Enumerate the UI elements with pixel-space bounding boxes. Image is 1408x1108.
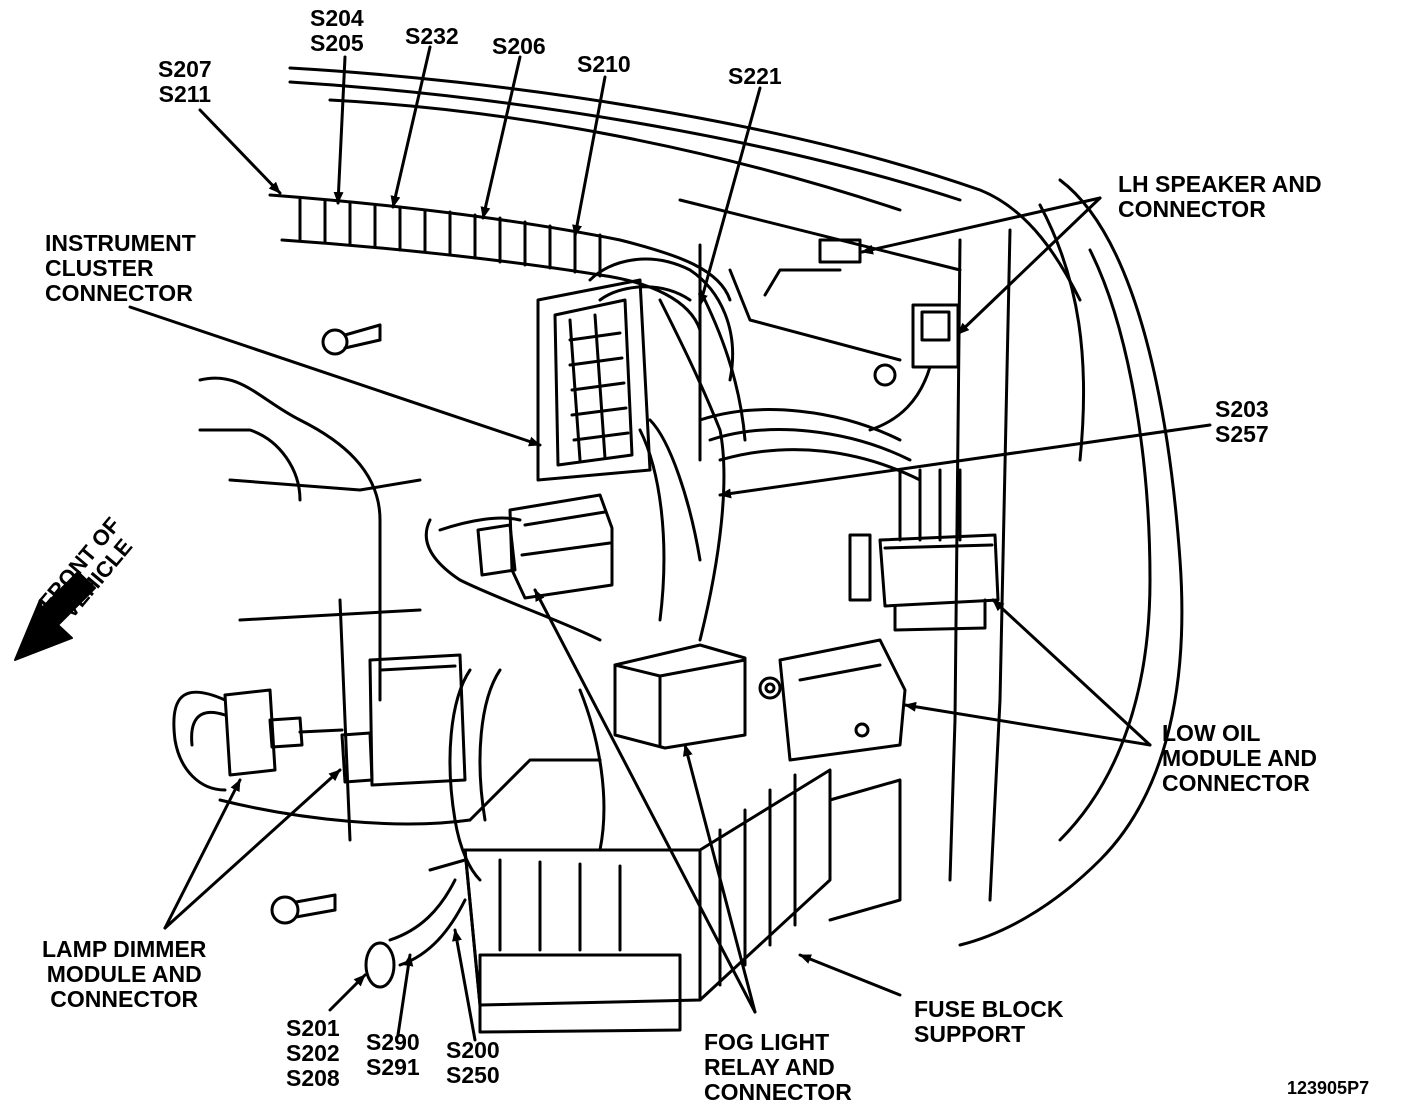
label-s221: S221 (728, 63, 782, 89)
label-s232: S232 (405, 23, 459, 49)
bolt-lower-drawing (270, 893, 337, 925)
lh-speaker-connector-drawing (818, 238, 960, 432)
instrument-cluster-connector-drawing (536, 278, 652, 482)
fuse-block-drawing (428, 758, 902, 1034)
leader-lines (128, 45, 1212, 1042)
dash-outline (198, 66, 1184, 947)
relay-upper-drawing (424, 493, 614, 642)
lower-harness-drawing (364, 668, 606, 989)
label-s210: S210 (577, 51, 631, 77)
harness-branch (588, 257, 962, 642)
bolt-upper-drawing (321, 323, 382, 356)
figure-id: 123905P7 (1287, 1078, 1370, 1098)
front-of-vehicle-arrow (14, 571, 96, 661)
fog-light-relay-drawing (613, 643, 782, 750)
main-harness (268, 193, 732, 332)
lamp-dimmer-module-drawing (172, 653, 467, 792)
low-oil-module-drawing (778, 533, 1000, 762)
label-s206: S206 (492, 33, 546, 59)
